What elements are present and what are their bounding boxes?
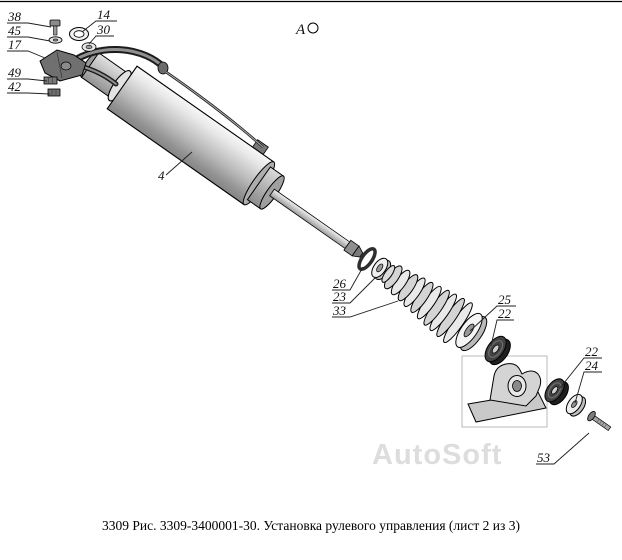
protective-boot-33 (381, 264, 473, 344)
part-label-45: 45 (8, 23, 22, 38)
washer-24 (565, 393, 587, 417)
leader-33 (332, 300, 399, 318)
leader-23 (332, 276, 377, 304)
leader-25 (469, 305, 516, 332)
leader-17 (7, 50, 46, 59)
leader-26 (332, 266, 364, 291)
part-label-4: 4 (158, 168, 165, 183)
part-label-33: 33 (332, 303, 347, 318)
washer-23 (371, 257, 392, 281)
washer-25 (455, 312, 488, 352)
steering-damper-cylinder (80, 51, 364, 258)
bolt-38 (49, 19, 61, 36)
part-label-23: 23 (333, 289, 347, 304)
leader-30 (88, 35, 114, 45)
leader-4 (165, 151, 193, 176)
view-marker-letter: A (295, 22, 306, 38)
o-ring-26 (357, 246, 377, 271)
part-label-14: 14 (97, 7, 111, 22)
part-label-49: 49 (8, 65, 22, 80)
hydraulic-hose-group (68, 45, 264, 148)
leader-lines (7, 20, 602, 465)
exploded-parts (357, 246, 612, 432)
hose-fitting (157, 61, 169, 75)
rubber-bushing-22-upper (484, 335, 511, 366)
leader-22-upper (490, 319, 514, 347)
leader-45 (7, 36, 51, 42)
leader-53 (536, 432, 590, 465)
figure-caption: 3309 Рис. 3309-3400001-30. Установка рул… (102, 518, 520, 533)
watermark-text: AutoSoft (372, 439, 502, 471)
nut-42 (47, 88, 61, 97)
leader-49 (7, 78, 48, 82)
part-labels: 38 45 17 49 42 14 30 4 26 23 33 25 22 22… (7, 7, 599, 465)
leader-38 (7, 22, 52, 28)
piston-rod (269, 188, 351, 250)
part-label-22-lower: 22 (585, 344, 599, 359)
rubber-bushing-22-lower (544, 378, 569, 406)
part-label-22-upper: 22 (498, 306, 512, 321)
part-label-24: 24 (585, 358, 599, 373)
part-label-53: 53 (537, 450, 551, 465)
part-label-26: 26 (333, 276, 347, 291)
leader-22-lower (559, 357, 602, 389)
washer-30 (81, 42, 97, 52)
fastener-stack (39, 19, 97, 97)
washer-45 (48, 36, 63, 44)
part-label-25: 25 (498, 292, 512, 307)
view-marker-circle-icon (307, 22, 319, 34)
bolt-53 (587, 411, 612, 432)
part-label-42: 42 (8, 79, 22, 94)
part-label-17: 17 (8, 37, 22, 52)
part-label-38: 38 (7, 9, 22, 24)
part-label-30: 30 (96, 22, 111, 37)
view-marker: A (295, 22, 319, 38)
leader-24 (574, 371, 602, 404)
leader-42 (7, 92, 51, 95)
mounting-bracket-group (461, 355, 548, 428)
leader-14 (81, 20, 117, 33)
